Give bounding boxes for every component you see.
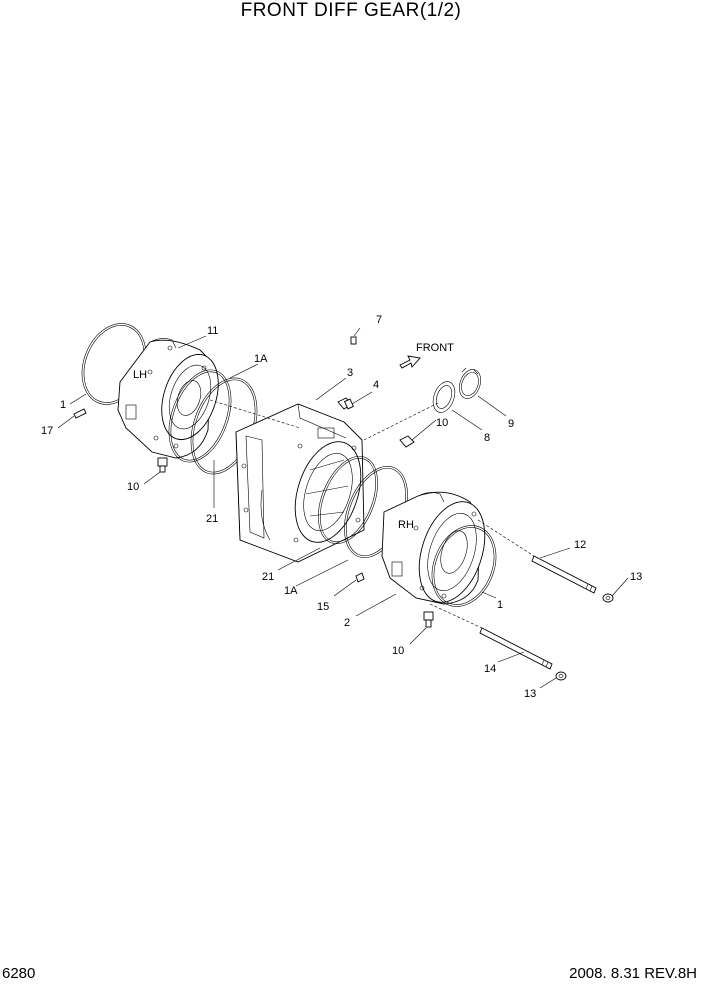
label-1a-top: 1A: [254, 353, 268, 365]
plug-10-bottom: [423, 611, 434, 628]
screw-17: [73, 408, 87, 419]
label-13-right: 13: [630, 571, 642, 583]
stud-14: [479, 627, 553, 670]
plug-4: [337, 397, 355, 410]
label-17: 17: [41, 425, 53, 437]
page-title: FRONT DIFF GEAR(1/2): [240, 0, 462, 21]
label-1-left: 1: [60, 399, 66, 411]
leader-lines: [57, 327, 629, 689]
front-label: FRONT: [416, 342, 454, 354]
o-ring-1-right: [431, 525, 497, 607]
label-14: 14: [484, 663, 496, 675]
plug-10-mid: [399, 435, 415, 448]
label-2: 2: [344, 617, 350, 629]
rh-label: RH: [398, 519, 414, 531]
label-3: 3: [347, 367, 353, 379]
part-labels: 11 1A 1 17 10 21 7 3 4 10 8 9 12 13 1 21…: [41, 314, 642, 700]
label-12: 12: [574, 539, 586, 551]
stud-12: [531, 555, 597, 594]
lh-label: LH: [133, 369, 147, 381]
pin-15: [355, 572, 365, 583]
label-10-bottom: 10: [392, 645, 404, 657]
plug-10-left: [157, 457, 168, 473]
label-13-bottom: 13: [524, 688, 536, 700]
label-7: 7: [376, 314, 382, 326]
seal-8: [432, 381, 456, 413]
label-21-low: 21: [262, 571, 274, 583]
page-number: 6280: [2, 965, 36, 982]
nut-13-bottom: [555, 671, 567, 681]
pin-7: [350, 336, 357, 345]
front-arrow-icon: [399, 355, 421, 369]
center-housing-3: [235, 403, 365, 563]
revision-date: 2008. 8.31 REV.8H: [569, 965, 697, 982]
label-15: 15: [317, 601, 329, 613]
label-4: 4: [373, 379, 379, 391]
label-11: 11: [207, 325, 218, 337]
label-1-right: 1: [497, 599, 503, 611]
ring-9: [458, 367, 482, 399]
label-9: 9: [508, 418, 514, 430]
lh-housing: LH: [81, 323, 219, 459]
label-10-mid: 10: [436, 417, 448, 429]
rh-housing-2: RH: [381, 491, 486, 605]
label-1a-low: 1A: [284, 585, 298, 597]
lh-housing-flange: [161, 353, 219, 441]
label-8: 8: [484, 432, 490, 444]
nut-13-right: [602, 593, 614, 603]
label-10-left: 10: [127, 481, 139, 493]
label-21-left: 21: [206, 513, 218, 525]
